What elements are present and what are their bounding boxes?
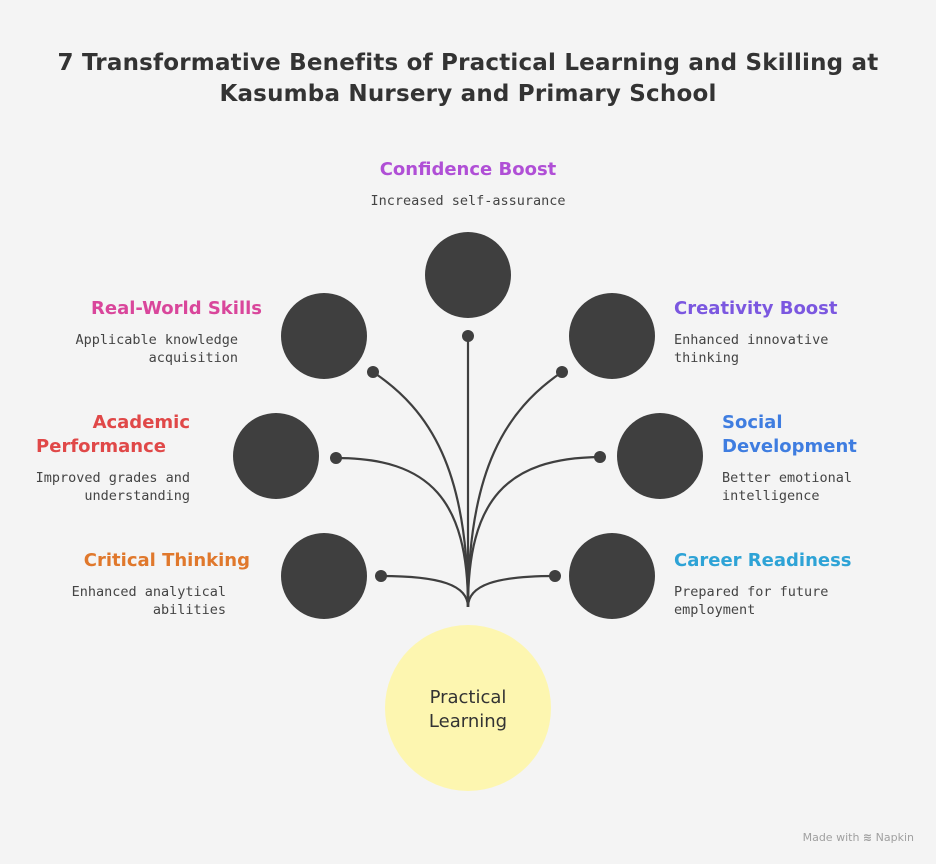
benefit-desc-line: abilities xyxy=(152,602,226,618)
napkin-logo-icon: ≋ xyxy=(862,831,873,844)
footer-brand: Napkin xyxy=(875,831,914,844)
benefit-desc-line: thinking xyxy=(674,350,740,366)
center-label: Practical Learning xyxy=(386,686,550,734)
benefit-social: Social Development Better emotional inte… xyxy=(722,411,922,505)
title-line-1: 7 Transformative Benefits of Practical L… xyxy=(57,50,879,76)
benefit-desc-line: Increased self-assurance xyxy=(370,193,566,209)
node-social xyxy=(617,413,703,499)
connector-realworld xyxy=(372,371,470,608)
benefit-description: Applicable knowledge acquisition xyxy=(20,331,238,367)
connector-critical xyxy=(380,574,470,608)
center-label-line-1: Practical xyxy=(429,687,507,708)
benefit-desc-line: Enhanced analytical xyxy=(71,584,226,600)
benefit-desc-line: Improved grades and xyxy=(35,470,190,486)
dot-creativity xyxy=(556,366,568,378)
footer-made-with: Made with xyxy=(802,831,860,844)
benefit-title: Career Readiness xyxy=(674,550,852,571)
node-realworld xyxy=(281,293,367,379)
benefit-description: Better emotional intelligence xyxy=(722,469,922,505)
connector-social xyxy=(466,455,601,608)
dot-social xyxy=(594,451,606,463)
footer-credit: Made with ≋ Napkin xyxy=(803,831,914,844)
benefit-academic: Academic Performance Improved grades and… xyxy=(10,411,190,505)
dot-critical xyxy=(375,570,387,582)
benefit-desc-line: Enhanced innovative xyxy=(674,332,829,348)
node-creativity xyxy=(569,293,655,379)
benefit-title: Real-World Skills xyxy=(91,298,262,319)
node-academic xyxy=(233,413,319,499)
connector-academic xyxy=(335,456,470,608)
node-critical xyxy=(281,533,367,619)
benefit-desc-line: Better emotional xyxy=(722,470,853,486)
benefit-description: Improved grades and understanding xyxy=(10,469,190,505)
benefit-desc-line: intelligence xyxy=(722,488,820,504)
benefit-description: Enhanced analytical abilities xyxy=(20,583,226,619)
benefit-desc-line: understanding xyxy=(84,488,190,504)
benefit-title: Critical Thinking xyxy=(83,550,250,571)
dot-career xyxy=(549,570,561,582)
benefit-title-line: Academic xyxy=(92,412,190,433)
dot-confidence xyxy=(462,330,474,342)
dot-realworld xyxy=(367,366,379,378)
diagram-title: 7 Transformative Benefits of Practical L… xyxy=(0,48,936,110)
benefit-description: Prepared for future employment xyxy=(674,583,914,619)
benefit-description: Enhanced innovative thinking xyxy=(674,331,914,367)
benefit-career: Career Readiness Prepared for future emp… xyxy=(674,549,914,619)
benefit-creativity: Creativity Boost Enhanced innovative thi… xyxy=(674,297,914,367)
benefit-title: Social Development xyxy=(722,411,922,459)
connector-creativity xyxy=(466,371,563,608)
benefit-title: Academic Performance xyxy=(10,411,190,459)
connector-dots xyxy=(330,330,606,582)
benefit-title-line: Social xyxy=(722,412,783,433)
benefit-title-line: Development xyxy=(722,436,857,457)
benefit-desc-line: employment xyxy=(674,602,756,618)
benefit-title: Creativity Boost xyxy=(674,298,838,319)
node-confidence xyxy=(425,232,511,318)
benefit-desc-line: Applicable knowledge xyxy=(75,332,238,348)
benefit-title-line: Performance xyxy=(36,436,166,457)
connectors xyxy=(335,336,601,608)
dot-academic xyxy=(330,452,342,464)
connector-career xyxy=(466,574,556,608)
benefit-description: Increased self-assurance xyxy=(318,192,618,210)
center-node xyxy=(385,625,551,791)
node-career xyxy=(569,533,655,619)
benefit-desc-line: acquisition xyxy=(148,350,238,366)
center-label-line-2: Learning xyxy=(428,711,508,732)
benefit-confidence: Confidence Boost Increased self-assuranc… xyxy=(318,158,618,210)
title-line-2: Kasumba Nursery and Primary School xyxy=(219,81,717,107)
benefit-title: Confidence Boost xyxy=(379,159,557,180)
benefit-realworld: Real-World Skills Applicable knowledge a… xyxy=(20,297,262,367)
benefit-desc-line: Prepared for future xyxy=(674,584,829,600)
benefit-critical: Critical Thinking Enhanced analytical ab… xyxy=(20,549,250,619)
benefit-nodes xyxy=(233,232,703,619)
